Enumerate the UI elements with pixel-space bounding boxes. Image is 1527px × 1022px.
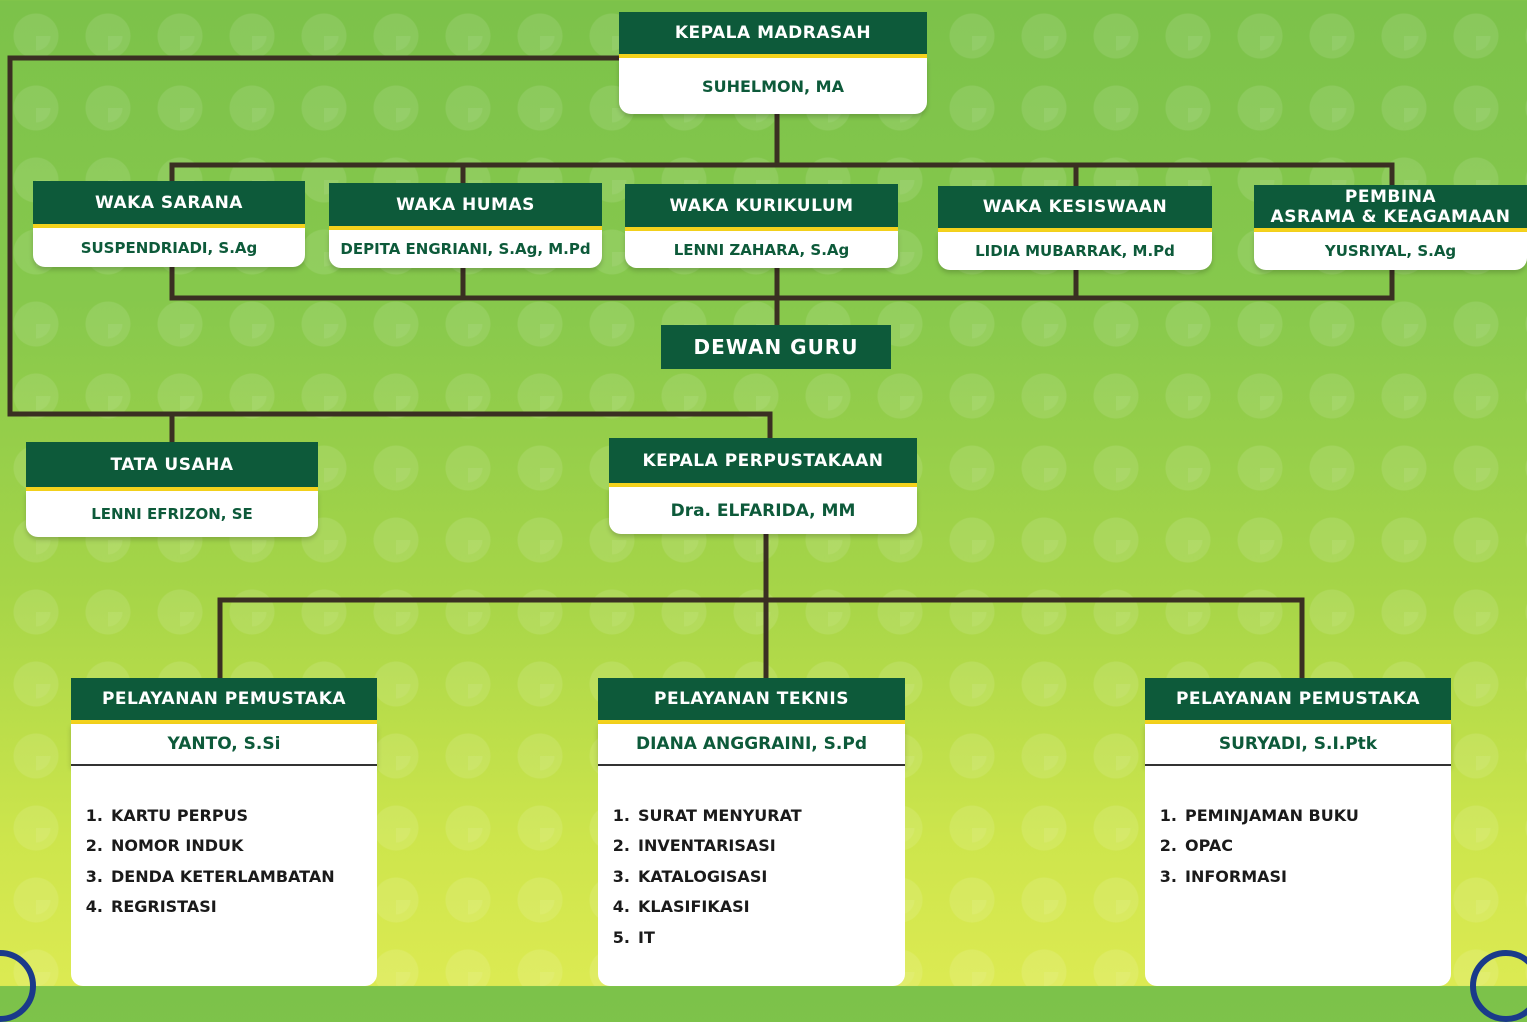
box-title: PELAYANAN TEKNIS <box>598 678 905 724</box>
box-title: WAKA KESISWAAN <box>938 186 1212 232</box>
box-title: WAKA KURIKULUM <box>625 184 898 231</box>
list-item: 2. INVENTARISASI <box>606 831 905 862</box>
waka-kurikulum-box: WAKA KURIKULUM LENNI ZAHARA, S.Ag <box>625 184 898 268</box>
box-name: Dra. ELFARIDA, MM <box>609 487 917 534</box>
list-item: 1. PEMINJAMAN BUKU <box>1153 800 1451 831</box>
list-item: 1. SURAT MENYURAT <box>606 800 905 831</box>
box-name: DIANA ANGGRAINI, S.Pd <box>598 724 905 766</box>
task-text: KARTU PERPUS <box>111 805 249 825</box>
task-number: 4. <box>612 897 630 917</box>
task-number: 1. <box>612 805 630 825</box>
box-title: TATA USAHA <box>26 442 318 491</box>
tata-usaha-box: TATA USAHA LENNI EFRIZON, SE <box>26 442 318 537</box>
kepala-perpustakaan-box: KEPALA PERPUSTAKAAN Dra. ELFARIDA, MM <box>609 438 917 534</box>
box-name: LENNI EFRIZON, SE <box>26 491 318 537</box>
box-title: WAKA HUMAS <box>329 183 602 230</box>
box-title: PELAYANAN PEMUSTAKA <box>1145 678 1451 724</box>
box-name: LIDIA MUBARRAK, M.Pd <box>938 232 1212 270</box>
box-title: KEPALA PERPUSTAKAAN <box>609 438 917 487</box>
box-title: PEMBINA ASRAMA & KEAGAMAAN <box>1254 185 1527 232</box>
task-list: 1. PEMINJAMAN BUKU 2. OPAC 3. INFORMASI <box>1145 766 1451 986</box>
task-text: DENDA KETERLAMBATAN <box>111 866 335 886</box>
task-number: 3. <box>612 866 630 886</box>
list-item: 1. KARTU PERPUS <box>79 800 377 831</box>
pembina-asrama-box: PEMBINA ASRAMA & KEAGAMAAN YUSRIYAL, S.A… <box>1254 185 1527 270</box>
list-item: 2. OPAC <box>1153 831 1451 862</box>
task-number: 3. <box>1159 866 1177 886</box>
box-name: DEPITA ENGRIANI, S.Ag, M.Pd <box>329 230 602 268</box>
list-item: 2. NOMOR INDUK <box>79 831 377 862</box>
task-list: 1. SURAT MENYURAT 2. INVENTARISASI 3. KATAL… <box>598 766 905 986</box>
list-item: 3. DENDA KETERLAMBATAN <box>79 861 377 892</box>
dewan-guru-box: DEWAN GURU <box>661 325 891 369</box>
box-title: PELAYANAN PEMUSTAKA <box>71 678 377 724</box>
box-name: SUHELMON, MA <box>619 58 927 114</box>
unit-pelayanan-teknis: PELAYANAN TEKNIS DIANA ANGGRAINI, S.Pd 1… <box>598 678 905 986</box>
task-text: INVENTARISASI <box>638 836 776 856</box>
list-item: 4. KLASIFIKASI <box>606 892 905 923</box>
task-text: OPAC <box>1185 836 1233 856</box>
box-title: WAKA SARANA <box>33 181 305 228</box>
box-name: YUSRIYAL, S.Ag <box>1254 232 1527 270</box>
task-number: 2. <box>1159 836 1177 856</box>
unit-pelayanan-pemustaka-2: PELAYANAN PEMUSTAKA SURYADI, S.I.Ptk 1. P… <box>1145 678 1451 986</box>
task-text: NOMOR INDUK <box>111 836 244 856</box>
task-number: 4. <box>85 897 103 917</box>
task-text: REGRISTASI <box>111 897 217 917</box>
task-text: PEMINJAMAN BUKU <box>1185 805 1359 825</box>
list-item: 3. KATALOGISASI <box>606 861 905 892</box>
task-number: 3. <box>85 866 103 886</box>
box-name: LENNI ZAHARA, S.Ag <box>625 231 898 268</box>
box-title-line1: PEMBINA <box>1344 186 1437 207</box>
box-title: KEPALA MADRASAH <box>619 12 927 58</box>
box-name: YANTO, S.Si <box>71 724 377 766</box>
task-number: 2. <box>612 836 630 856</box>
box-title-line2: ASRAMA & KEAGAMAAN <box>1270 206 1511 227</box>
task-number: 5. <box>612 927 630 947</box>
unit-pelayanan-pemustaka-1: PELAYANAN PEMUSTAKA YANTO, S.Si 1. KARTU … <box>71 678 377 986</box>
task-text: SURAT MENYURAT <box>638 805 802 825</box>
task-number: 1. <box>85 805 103 825</box>
task-number: 2. <box>85 836 103 856</box>
task-text: IT <box>638 927 655 947</box>
list-item: 4. REGRISTASI <box>79 892 377 923</box>
task-text: KATALOGISASI <box>638 866 768 886</box>
task-list: 1. KARTU PERPUS 2. NOMOR INDUK 3. DENDA KET… <box>71 766 377 986</box>
waka-sarana-box: WAKA SARANA SUSPENDRIADI, S.Ag <box>33 181 305 267</box>
waka-kesiswaan-box: WAKA KESISWAAN LIDIA MUBARRAK, M.Pd <box>938 186 1212 270</box>
waka-humas-box: WAKA HUMAS DEPITA ENGRIANI, S.Ag, M.Pd <box>329 183 602 268</box>
ornament-right-icon <box>1470 950 1527 1022</box>
list-item: 3. INFORMASI <box>1153 861 1451 892</box>
kepala-madrasah-box: KEPALA MADRASAH SUHELMON, MA <box>619 12 927 114</box>
task-text: KLASIFIKASI <box>638 897 750 917</box>
connector-lines <box>7 55 1395 680</box>
list-item: 5. IT <box>606 922 905 953</box>
box-name: SUSPENDRIADI, S.Ag <box>33 228 305 267</box>
task-number: 1. <box>1159 805 1177 825</box>
task-text: INFORMASI <box>1185 866 1287 886</box>
box-name: SURYADI, S.I.Ptk <box>1145 724 1451 766</box>
